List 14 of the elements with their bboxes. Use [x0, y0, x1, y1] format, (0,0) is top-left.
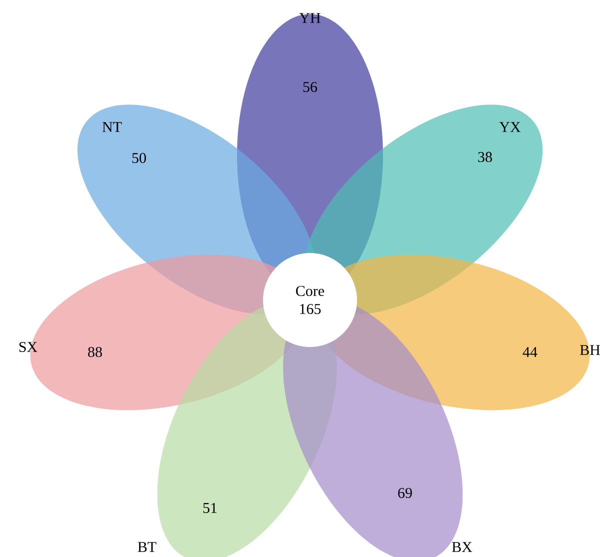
count-label: 38: [478, 152, 492, 162]
set-label: YH: [299, 13, 320, 23]
count-label: 44: [522, 347, 538, 357]
set-label: BH: [580, 345, 600, 355]
set-label: BT: [138, 542, 156, 552]
count-label: 51: [203, 502, 217, 514]
set-label: YX: [499, 122, 521, 132]
count-label: 56: [303, 82, 318, 92]
count-label: 69: [398, 488, 412, 498]
count-label: 88: [88, 346, 102, 358]
set-label: SX: [19, 342, 38, 352]
set-label: BX: [452, 542, 472, 552]
count-label: 50: [132, 152, 146, 164]
set-label: NT: [102, 122, 122, 132]
